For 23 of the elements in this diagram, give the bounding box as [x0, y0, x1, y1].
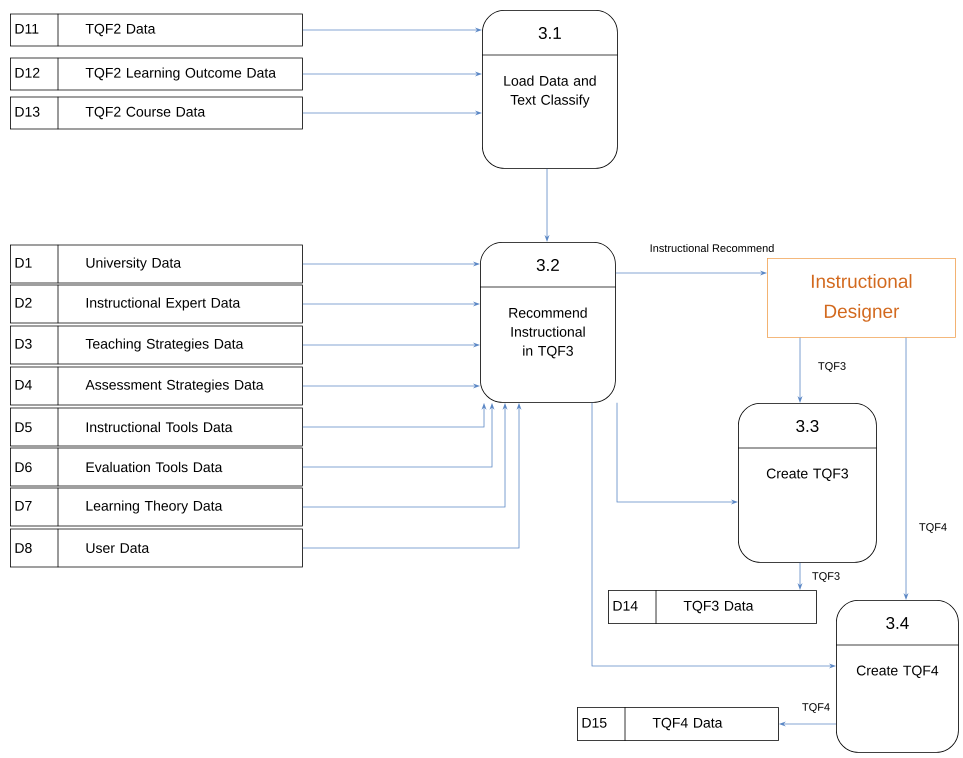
- data-store: D7 Learning Theory Data: [10, 487, 303, 527]
- data-store: D11 TQF2 Data: [10, 13, 303, 47]
- data-store: D3 Teaching Strategies Data: [10, 325, 303, 365]
- edge-label: TQF3: [812, 572, 840, 582]
- data-store: D5 Instructional Tools Data: [10, 407, 303, 447]
- edge-label: TQF4: [802, 703, 830, 713]
- edge-label: TQF4: [919, 523, 947, 533]
- process-box: 3.1 Load Data and Text Classify: [482, 10, 618, 169]
- data-store: D1 University Data: [10, 244, 303, 284]
- data-store: D13 TQF2 Course Data: [10, 96, 303, 130]
- data-store: D12 TQF2 Learning Outcome Data: [10, 57, 303, 91]
- edge-label: Instructional Recommend: [650, 244, 774, 252]
- data-store: D4 Assessment Strategies Data: [10, 366, 303, 406]
- data-store: D6 Evaluation Tools Data: [10, 447, 303, 487]
- external-entity: Instructional Designer: [767, 258, 956, 338]
- process-box: 3.2 Recommend Instructional in TQF3: [480, 242, 616, 403]
- process-box: 3.3 Create TQF3: [738, 403, 878, 563]
- process-box: 3.4 Create TQF4: [836, 600, 960, 753]
- data-store: D2 Instructional Expert Data: [10, 284, 303, 324]
- data-store: D14 TQF3 Data: [608, 590, 817, 624]
- data-store: D15 TQF4 Data: [577, 706, 779, 742]
- edge-label: TQF3: [818, 362, 846, 372]
- data-store: D8 User Data: [10, 528, 303, 568]
